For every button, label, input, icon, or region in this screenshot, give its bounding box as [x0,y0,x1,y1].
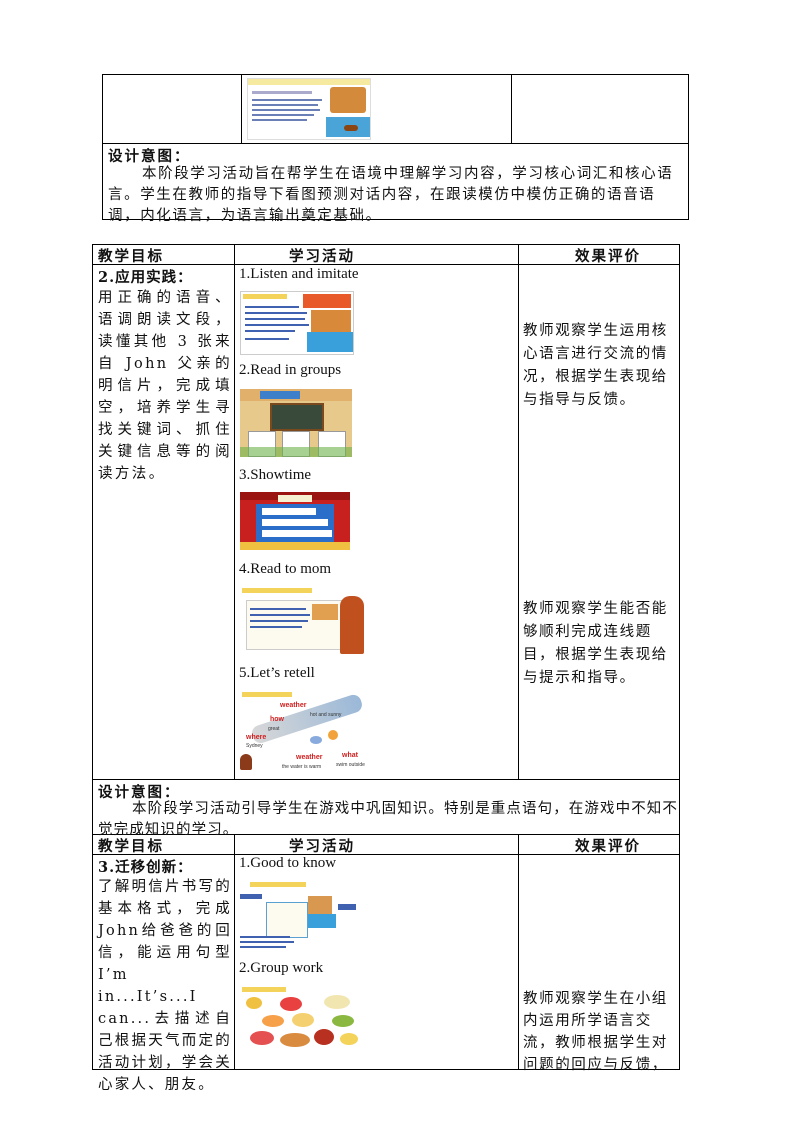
evaluation-text-3: 教师观察学生在小组内运用所学语言交流，教师根据学生对问题的回应与反馈， [523,991,668,1073]
header-teaching-goal-2: 教学目标 [98,838,164,855]
read-to-mom-slide [240,586,366,656]
retell-word: Sydney [246,743,263,749]
activity-read-to-mom: 4.Read to mom [239,561,332,577]
header-learning-activity: 学习活动 [289,248,355,265]
evaluation-text-1: 教师观察学生运用核心语言进行交流的情况，根据学生表现给与指导与反馈。 [523,323,668,408]
goal-text: 用正确的语音、语调朗读文段，读懂其他 3 张来自 John 父亲的明信片，完成填… [98,290,232,482]
good-to-know-slide [240,880,358,950]
retell-word: great [268,726,280,732]
header-effect-evaluation-2: 效果评价 [575,838,641,855]
activity-group-work: 2.Group work [239,960,324,976]
retell-word: where [246,734,267,741]
activity-good-to-know: 1.Good to know [239,855,337,871]
showtime-slide [240,492,350,550]
design-intent-title-top: 设计意图： [108,148,191,165]
retell-word: hot and sunny [310,712,342,718]
retell-word: weather [296,754,323,761]
retell-word: what [342,752,358,759]
activity-listen-imitate: 1.Listen and imitate [239,266,359,282]
listen-imitate-slide [240,291,354,355]
design-intent-text-top: 本阶段学习活动旨在帮学生在语境中理解学习内容，学习核心词汇和核心语言。学生在教师… [108,166,674,224]
retell-word: the water is warm [282,764,322,770]
retell-word: weather [280,702,307,709]
header-teaching-goal: 教学目标 [98,248,164,265]
evaluation-text-2: 教师观察学生能否能够顺利完成连线题目，根据学生表现给与提示和指导。 [523,601,668,686]
lets-retell-slide: weather hot and sunny how great where Sy… [240,690,368,772]
design-intent-title: 设计意图： [98,784,181,801]
activity-lets-retell: 5.Let’s retell [239,665,315,681]
retell-word: swim outside [336,762,365,768]
goal-title-2: 3.迁移创新： [98,859,193,876]
header-effect-evaluation: 效果评价 [575,248,641,265]
goal-text-2: 了解明信片书写的基本格式，完成John给爸爸的回信，能运用句型 I’m in..… [98,879,232,1093]
activity-showtime: 3.Showtime [239,467,312,483]
goal-title: 2.应用实践： [98,269,193,286]
design-intent-text: 本阶段学习活动引导学生在游戏中巩固知识。特别是重点语句，在游戏中不知不觉完成知识… [98,801,678,838]
listen-imitate-slide-top [247,78,371,140]
activity-read-in-groups: 2.Read in groups [239,362,342,378]
read-in-groups-slide [240,389,352,457]
retell-word: how [270,716,284,723]
group-work-slide [240,985,362,1051]
header-learning-activity-2: 学习活动 [289,838,355,855]
